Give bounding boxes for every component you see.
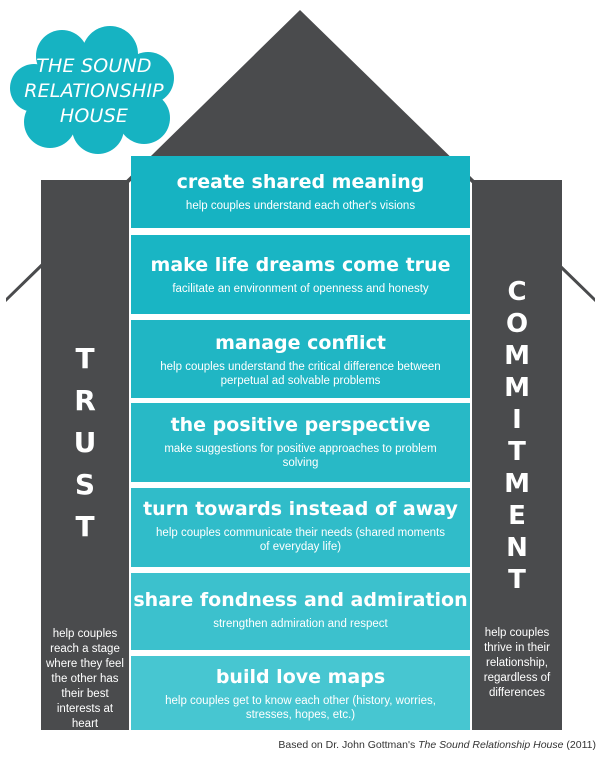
floor-turn-towards-instead-of-away: turn towards instead of away help couple… [131, 488, 470, 567]
floor-subtitle: help couples understand the critical dif… [160, 361, 441, 387]
floor-subtitle: help couples communicate their needs (sh… [156, 527, 445, 553]
credit-prefix: Based on Dr. John Gottman's [278, 739, 419, 751]
trust-letter: T [75, 342, 95, 375]
floor-title: create shared meaning [176, 171, 425, 193]
source-credit: Based on Dr. John Gottman's The Sound Re… [278, 739, 596, 751]
trust-caption: help couples reach a stage where they fe… [46, 628, 124, 730]
trust-pillar: T R U S T help couples reach a stage whe… [41, 180, 129, 730]
commitment-letter: T [508, 565, 526, 595]
floor-title: the positive perspective [170, 414, 431, 436]
floor-title: make life dreams come true [150, 254, 451, 276]
title-cloud-shape [10, 26, 174, 154]
floor-title: share fondness and admiration [133, 589, 468, 611]
trust-letter: R [74, 384, 96, 417]
commitment-word: C O M M I T M E N T [472, 276, 562, 596]
commitment-letter: M [504, 373, 530, 403]
floor-subtitle: make suggestions for positive approaches… [164, 443, 437, 469]
commitment-letter: C [507, 277, 527, 307]
floor-manage-conflict: manage conflict help couples understand … [131, 320, 470, 398]
diagram-title: THE SOUND RELATIONSHIP HOUSE [10, 54, 178, 129]
trust-letter: U [73, 426, 97, 459]
commitment-letter: I [512, 405, 522, 435]
floor-create-shared-meaning: create shared meaning help couples under… [131, 156, 470, 228]
commitment-letter: M [504, 341, 530, 371]
roof-fill [129, 12, 472, 180]
trust-word: T R U S T [41, 338, 129, 548]
trust-letter: S [74, 468, 96, 501]
title-line-3: HOUSE [59, 105, 129, 127]
trust-letter: T [75, 510, 95, 543]
commitment-letter: T [508, 437, 526, 467]
credit-work-title: The Sound Relationship House [418, 739, 564, 751]
floor-subtitle: help couples understand each other's vis… [185, 200, 416, 212]
floor-build-love-maps: build love maps help couples get to know… [131, 656, 470, 730]
commitment-letter: E [508, 501, 526, 531]
floor-make-life-dreams-come-true: make life dreams come true facilitate an… [131, 235, 470, 314]
floor-subtitle: help couples get to know each other (his… [165, 695, 436, 721]
title-line-2: RELATIONSHIP [24, 80, 164, 102]
commitment-letter: O [505, 309, 529, 339]
commitment-letter: M [504, 469, 530, 499]
floor-subtitle: facilitate an environment of openness an… [172, 283, 429, 295]
commitment-letter: N [506, 533, 528, 563]
commitment-pillar: C O M M I T M E N T help couples thrive … [472, 180, 562, 730]
floor-title: manage conflict [215, 332, 386, 354]
commitment-caption: help couples thrive in their relationshi… [483, 627, 551, 699]
floor-title: build love maps [215, 666, 386, 688]
credit-suffix: (2011) [563, 739, 596, 751]
floor-the-positive-perspective: the positive perspective make suggestion… [131, 403, 470, 482]
title-line-1: THE SOUND [36, 55, 152, 77]
floor-title: turn towards instead of away [143, 498, 458, 520]
floor-share-fondness-and-admiration: share fondness and admiration strengthen… [131, 573, 470, 650]
floor-subtitle: strengthen admiration and respect [213, 618, 388, 630]
